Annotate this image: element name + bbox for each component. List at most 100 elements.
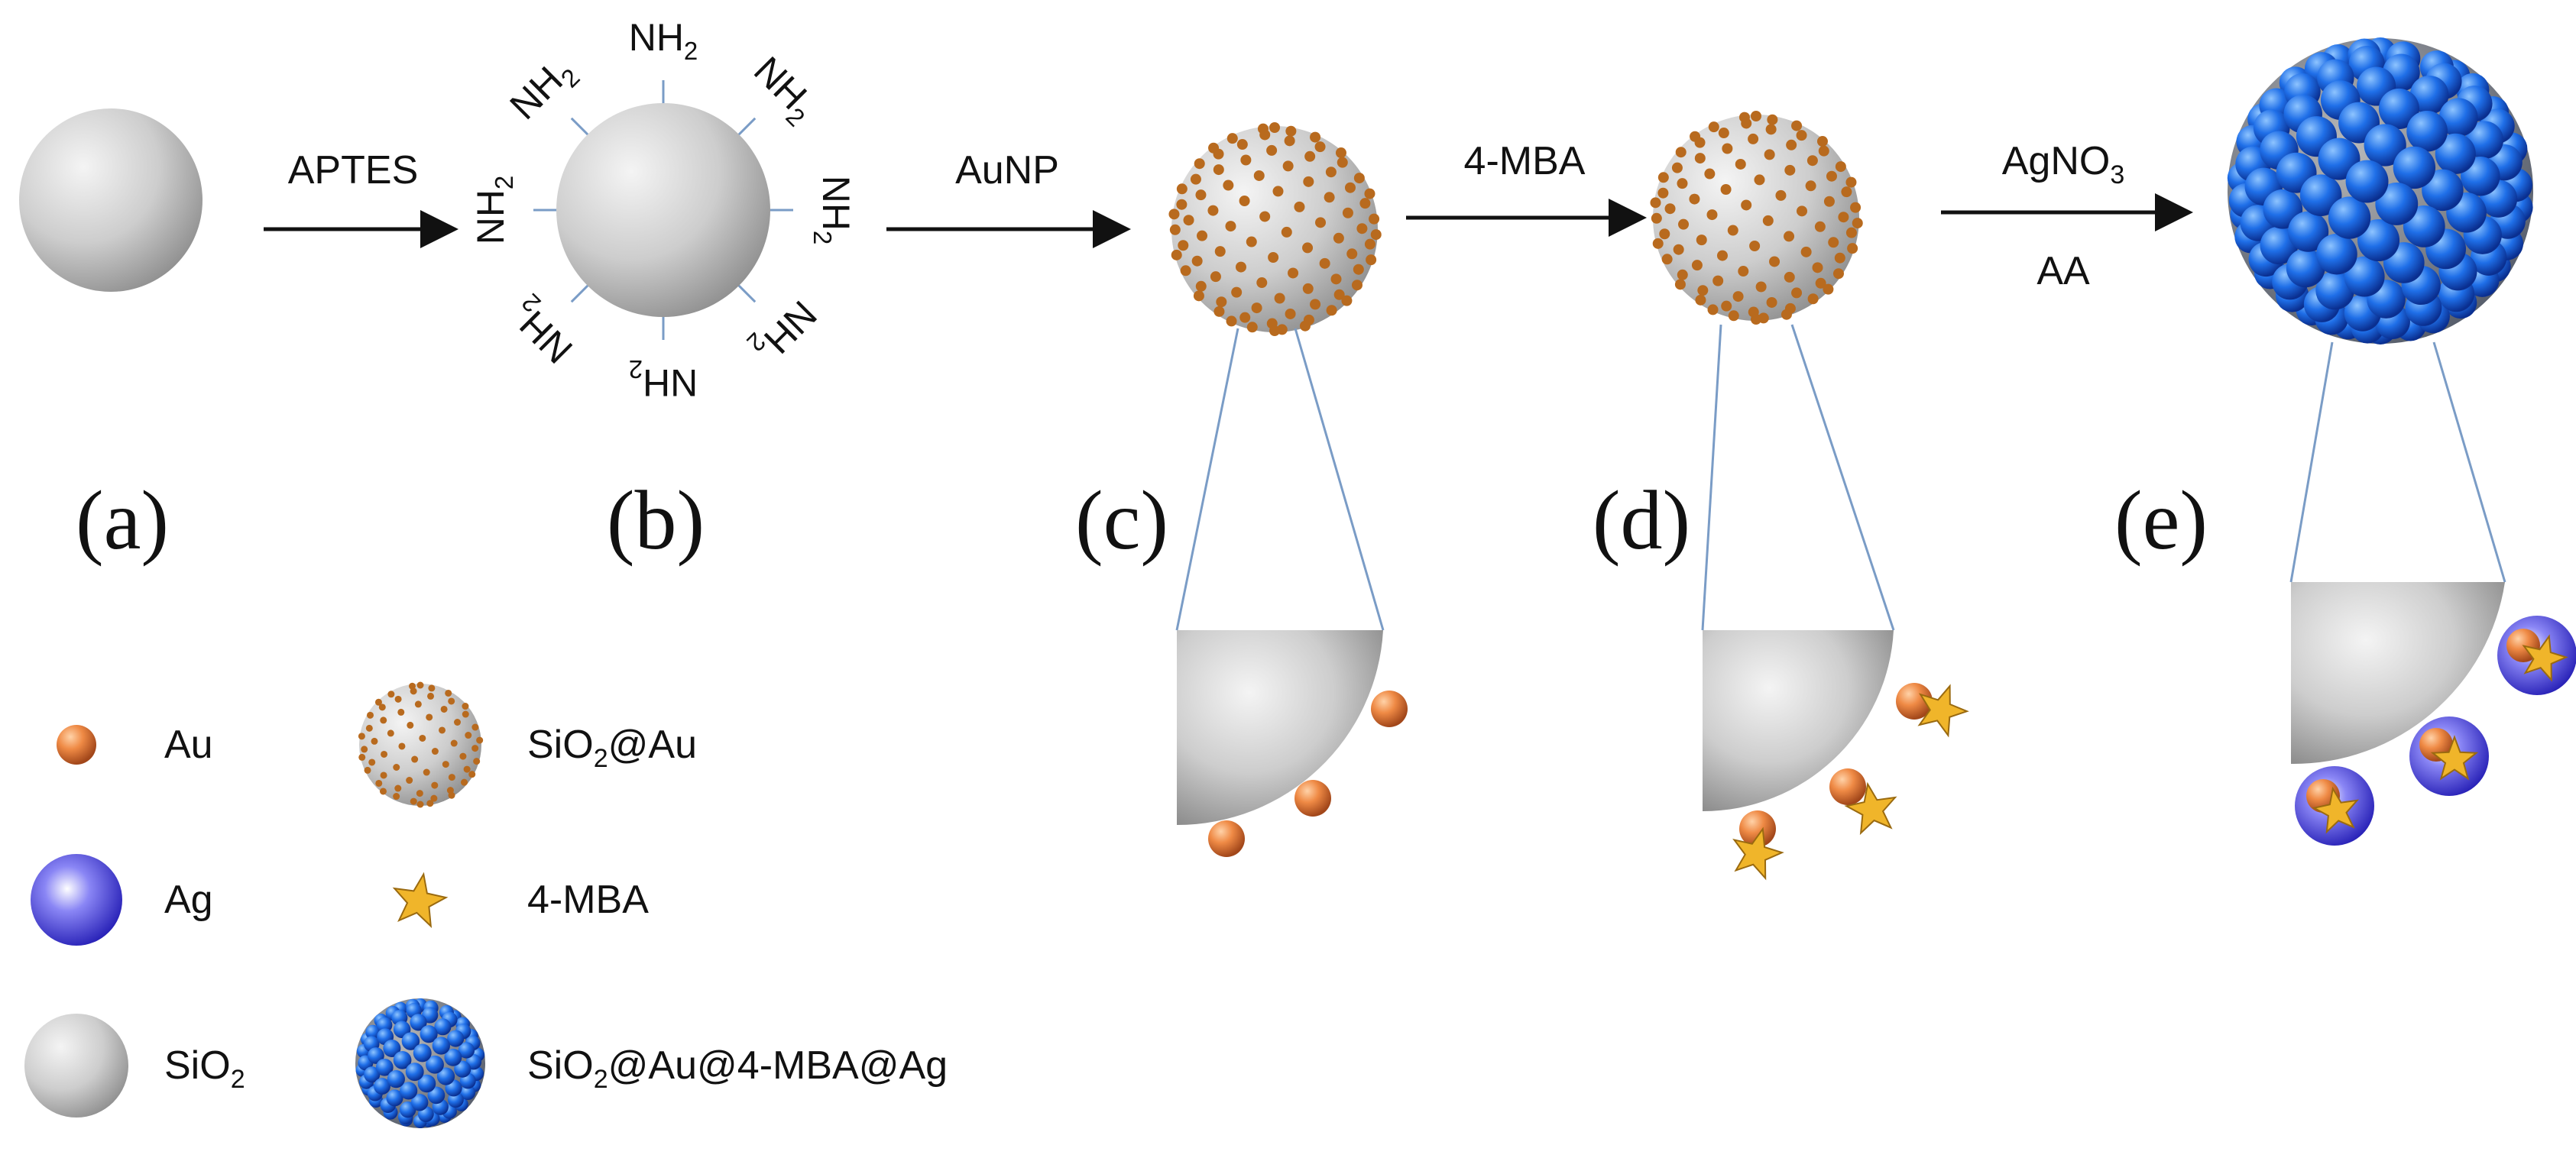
au-dot xyxy=(427,692,435,700)
au-dot xyxy=(1253,170,1265,181)
ag-bead xyxy=(447,1030,465,1047)
au-dot xyxy=(440,705,448,713)
ag-bead xyxy=(2435,133,2476,174)
ag-bead xyxy=(434,1018,452,1036)
panel-label-e: (e) xyxy=(2114,474,2208,567)
au-dot xyxy=(1732,291,1744,302)
mba-star-icon xyxy=(2430,735,2479,781)
au-dot xyxy=(1369,213,1380,225)
au-dot xyxy=(463,765,471,773)
legend-mba-icon xyxy=(392,872,449,928)
svg-text:NH2: NH2 xyxy=(469,176,518,245)
au-dot xyxy=(473,758,481,765)
au-dot xyxy=(1694,153,1706,164)
au-dot xyxy=(379,788,387,795)
au-dot xyxy=(1223,180,1234,191)
ag-bead xyxy=(458,1042,475,1059)
au-dot xyxy=(1226,133,1238,144)
mba-star-icon xyxy=(1844,781,1897,836)
legend-mba-label: 4-MBA xyxy=(527,878,649,922)
au-dot xyxy=(414,700,422,708)
mba-star-icon xyxy=(1917,684,1969,738)
au-dot xyxy=(380,771,387,779)
au-dot xyxy=(1712,275,1724,286)
au-dot xyxy=(1319,257,1330,269)
au-dot xyxy=(1285,125,1297,137)
au-dot xyxy=(358,753,366,761)
au-dot xyxy=(1791,120,1803,131)
au-dot xyxy=(380,716,387,724)
au-dot xyxy=(1716,250,1728,261)
au-dot xyxy=(423,768,430,776)
au-dot xyxy=(1330,273,1342,285)
au-dot xyxy=(1832,268,1844,280)
ag-bead xyxy=(460,1085,476,1101)
au-dot xyxy=(1213,148,1224,160)
au-dot xyxy=(1796,130,1807,141)
amine-label: NH2 xyxy=(629,355,698,404)
ag-bead xyxy=(376,1017,393,1033)
au-dot xyxy=(371,737,378,745)
au-dot xyxy=(1805,180,1816,192)
au-dot xyxy=(1834,252,1845,264)
au-dot xyxy=(1707,304,1719,315)
au-dot xyxy=(1814,221,1826,232)
au-dot xyxy=(1195,189,1207,201)
ag-bead xyxy=(2345,160,2389,203)
au-dot xyxy=(398,742,406,750)
au-dot xyxy=(1720,184,1732,196)
au-dot xyxy=(1325,167,1337,178)
au-dot xyxy=(465,732,472,739)
au-dot xyxy=(1766,296,1777,308)
au-dot xyxy=(1272,186,1284,197)
au-dot xyxy=(1838,212,1849,223)
au-particle-inset-d3 xyxy=(1739,810,1776,847)
au-dot xyxy=(1302,242,1314,254)
au-dot xyxy=(1216,296,1227,308)
au-dot xyxy=(1193,290,1204,302)
au-particle-inset-c3 xyxy=(1208,820,1245,857)
au-dot xyxy=(1333,232,1344,244)
au-dot xyxy=(366,711,374,719)
au-dot xyxy=(1826,170,1837,182)
legend-sio2-icon xyxy=(24,1014,128,1118)
au-dot xyxy=(411,755,419,763)
ag-bead xyxy=(426,1055,444,1074)
au-dot xyxy=(1333,289,1345,300)
au-dot xyxy=(416,790,423,797)
au-dot xyxy=(1310,299,1321,310)
ag-bead xyxy=(2406,111,2448,152)
mba-star-icon xyxy=(1732,826,1784,881)
au-dot xyxy=(1677,178,1688,189)
au-dot xyxy=(1708,121,1719,133)
au-dot xyxy=(1675,147,1687,158)
au-dot xyxy=(1240,154,1252,166)
au-dot xyxy=(364,766,371,774)
au-dot xyxy=(1214,246,1226,257)
au-dot xyxy=(1764,149,1775,160)
au-dot xyxy=(1784,164,1796,176)
legend-sio2au-dots xyxy=(358,681,484,808)
legend-au-label: Au xyxy=(164,723,213,767)
au-dot xyxy=(1722,143,1733,154)
au-dot xyxy=(1818,145,1829,157)
panel-label-b: (b) xyxy=(607,474,705,567)
au-dot xyxy=(1246,236,1257,247)
zoom-connectors xyxy=(1175,324,2506,631)
legend-ag-icon xyxy=(31,854,122,946)
au-dot xyxy=(1226,315,1237,327)
au-dot xyxy=(1210,271,1221,283)
silica-sphere-b xyxy=(556,103,770,317)
mba-star-icon xyxy=(2522,634,2568,682)
au-dot xyxy=(374,698,382,706)
au-dot xyxy=(375,779,383,787)
zoom-inset-d xyxy=(1703,630,1969,881)
au-dot xyxy=(1239,312,1251,323)
au-dot xyxy=(1256,277,1268,289)
au-dot xyxy=(461,778,468,786)
au-dot xyxy=(1815,277,1826,289)
legend-au-icon xyxy=(57,725,96,765)
ag-bead xyxy=(2375,183,2419,225)
au-dot xyxy=(1359,198,1371,209)
au-dot xyxy=(1366,254,1377,266)
